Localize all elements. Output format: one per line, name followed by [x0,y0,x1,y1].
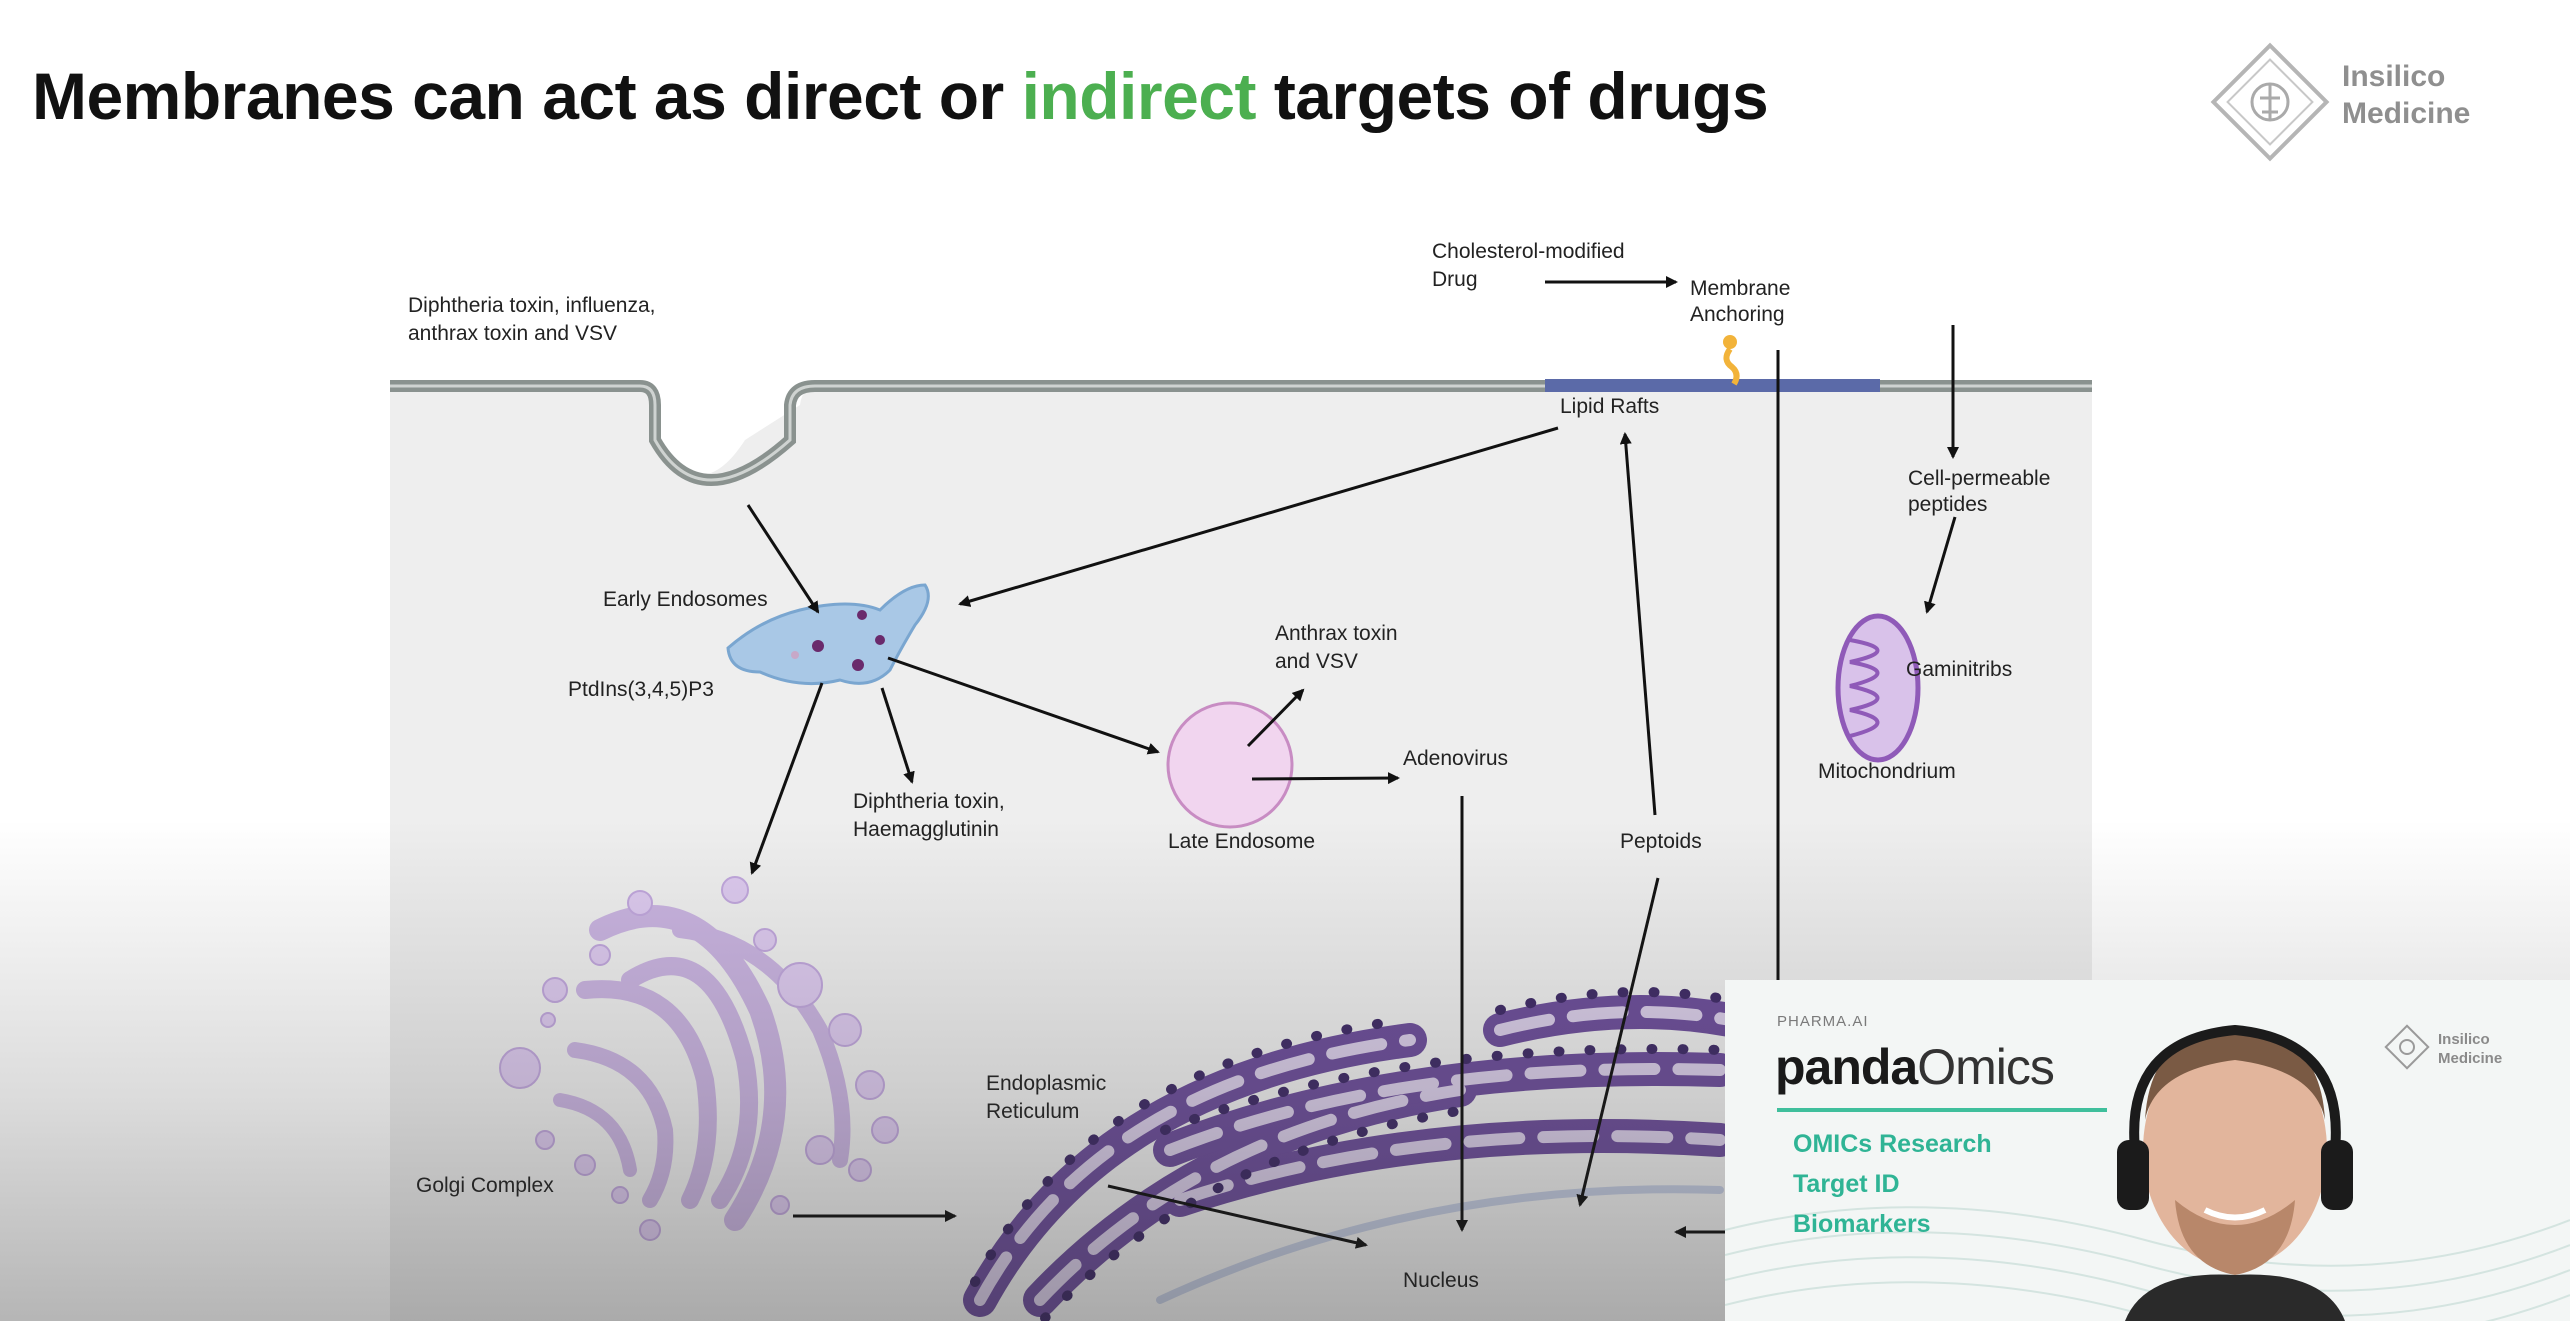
label-gaminitribs: Gaminitribs [1906,658,2012,681]
label-late-endosome: Late Endosome [1168,830,1315,853]
insilico-emblem-small-icon [2384,1024,2430,1070]
golgi-complex [553,905,851,1231]
label-diphtheria-influenza: Diphtheria toxin, influenza,anthrax toxi… [408,294,655,345]
title-highlight: indirect [1021,59,1257,133]
label-early-endosomes: Early Endosomes [603,588,768,611]
feature-biomarkers: Biomarkers [1793,1210,1931,1238]
label-ptdins: PtdIns(3,4,5)P3 [568,678,714,701]
insilico-wordmark: Insilico Medicine [2342,60,2471,130]
pathway-arrows [746,276,1959,1249]
feature-omics-research: OMICs Research [1793,1130,1992,1158]
label-golgi-complex: Golgi Complex [416,1174,554,1197]
lipid-raft [1545,379,1880,392]
slide-title: Membranes can act as direct or indirect … [32,58,1769,134]
title-part-1: Membranes can act as direct or [32,59,1022,133]
webcam-insilico-logo: Insilico Medicine [2380,1020,2560,1090]
label-adenovirus: Adenovirus [1403,747,1508,770]
title-part-2: targets of drugs [1255,59,1769,133]
label-diphtheria-haemagglutinin: Diphtheria toxin,Haemagglutinin [853,790,1005,841]
mitochondrion [1835,613,1921,763]
golgi-vesicles [499,876,899,1241]
pandaomics-logo: pandaOmics [1775,1039,2055,1095]
label-lipid-rafts: Lipid Rafts [1560,395,1659,418]
insilico-logo: Insilico Medicine [2200,32,2490,172]
label-mitochondrium: Mitochondrium [1818,760,1956,783]
anchoring-lipid-icon [1723,335,1740,386]
webcam-overlay: PHARMA.AI pandaOmics OMICs Research Targ… [1725,980,2570,1321]
label-peptoids: Peptoids [1620,830,1702,853]
insilico-emblem-icon [2210,42,2330,162]
accent-rule [1777,1108,2107,1112]
feature-target-id: Target ID [1793,1170,1900,1198]
endoplasmic-reticulum [963,987,1747,1321]
presenter-video [2117,1024,2353,1321]
pharma-ai-label: PHARMA.AI [1777,1013,1869,1030]
label-nucleus: Nucleus [1403,1269,1479,1292]
